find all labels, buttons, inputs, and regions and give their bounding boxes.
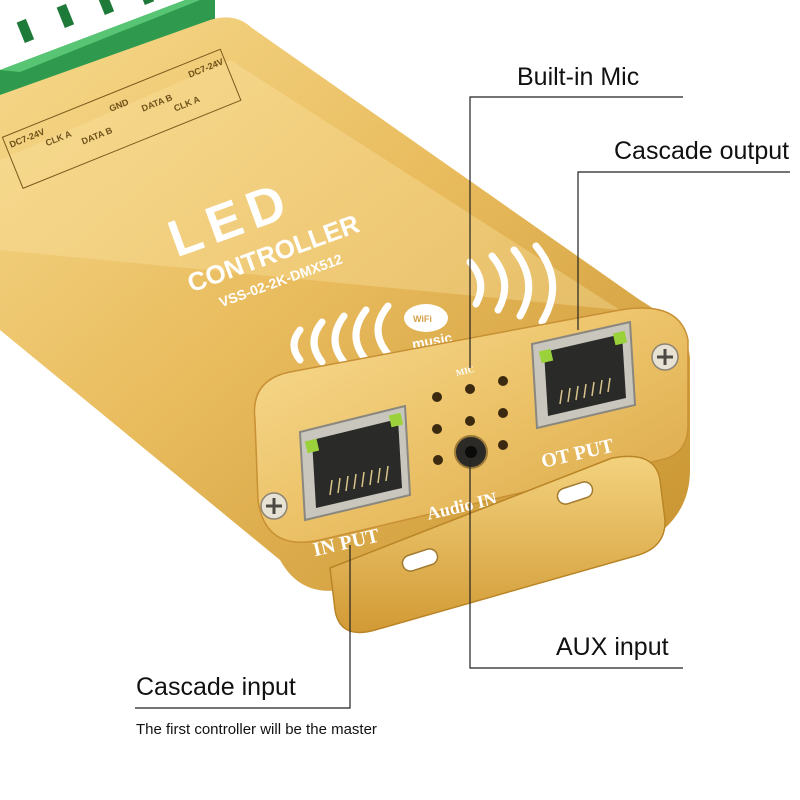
callout-built-in-mic: Built-in Mic [517,63,640,91]
output-rj45-port [530,320,637,430]
callout-aux-input: AUX input [556,633,669,661]
input-rj45-port [298,404,412,522]
callout-cascade-output: Cascade output [614,137,790,165]
screw-icon [260,492,288,520]
leader-lines [135,96,790,709]
mic-holes [432,376,508,465]
mounting-bracket [329,455,666,634]
audio-jack [454,435,488,469]
wifi-badge-label: WiFi [413,314,432,324]
wifi-badge [404,304,448,332]
terminal-block [0,0,215,100]
wifi-music-icon [290,242,557,366]
screw-icon [651,343,679,371]
callout-cascade-input: Cascade input [136,673,296,701]
callout-master-note: The first controller will be the master [136,721,377,738]
